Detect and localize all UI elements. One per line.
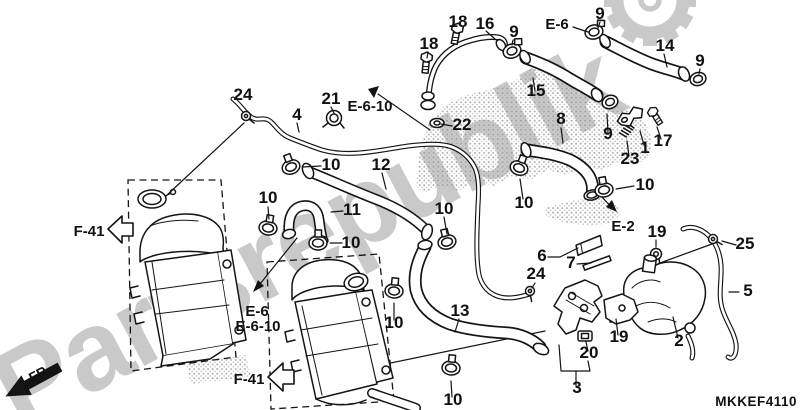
f41-arrow-bottom [267,362,295,392]
part-number-label: 10 [636,175,655,194]
dashed-box-radiator-center [266,253,395,410]
bolt-18b [418,50,434,75]
section-ref-labels: E-6E-6-10E-2E-6E-6-10F-41F-41 [74,16,635,388]
part-number-label: 10 [515,193,534,212]
gear-icon [604,0,696,46]
part-number-label: 25 [736,234,755,253]
section-ref-label: E-6-10 [347,98,392,115]
bracket-6 [575,234,603,257]
section-ref-label: F-41 [74,223,105,240]
part-number-label: 5 [743,281,752,300]
part-number-label: 14 [656,36,675,55]
section-ref-label: E-6 [245,303,268,320]
part-number-label: 10 [444,390,463,409]
section-ref-label: E-2 [611,218,634,235]
part-number-label: 9 [695,51,704,70]
part-number-label: 18 [420,34,439,53]
part-number-label: 13 [451,301,470,320]
part-number-label: 1 [640,138,649,157]
reserve-tank-2 [622,254,707,358]
f41-arrow-left [107,215,134,244]
diagram-code: MKKEF4110 [715,394,797,409]
plate-7 [582,255,612,271]
radiator-center [284,258,394,406]
part-number-label: 4 [292,105,302,124]
part-number-label: 15 [527,81,546,100]
leader-lines [165,21,740,398]
part-number-label: 22 [453,115,472,134]
part-number-label: 12 [372,155,391,174]
bracket-3 [553,279,639,335]
part-number-label: 9 [595,4,604,23]
part-number-label: 9 [509,22,518,41]
part-number-label: 10 [385,313,404,332]
grommet-20 [577,330,593,342]
spring-23 [618,122,635,138]
part-number-label: 21 [322,89,341,108]
washer-22 [429,117,445,129]
radiator-left [129,188,247,367]
part-number-label: 10 [259,188,278,207]
part-number-label: 24 [234,85,253,104]
section-ref-label: E-6-10 [235,318,280,335]
part-number-label: 10 [322,155,341,174]
part-number-label: 10 [342,233,361,252]
part-number-label: 19 [648,222,667,241]
section-ref-label: F-41 [234,371,265,388]
part-number-label: 24 [527,264,546,283]
part-number-label: 2 [674,331,683,350]
part-number-label: 17 [654,131,673,150]
part-number-label: 18 [449,12,468,31]
part-number-label: 16 [476,14,495,33]
section-ref-label: E-6 [545,16,568,33]
part-number-label: 3 [572,378,581,397]
hose-13-stub [372,393,416,408]
part-number-label: 23 [621,149,640,168]
part-number-label: 20 [580,343,599,362]
dashed-box-radiator-left [127,179,237,372]
part-number-label: 10 [435,199,454,218]
part-number-label: 9 [603,124,612,143]
part-number-label: 6 [537,246,546,265]
part-number-label: 8 [556,109,565,128]
joint-1 [616,106,644,127]
bolt-17 [645,104,666,128]
part-number-label: 7 [566,253,575,272]
part-number-label: 11 [343,200,361,219]
tube-clip-21 [322,109,345,129]
part-number-label: 19 [610,327,629,346]
